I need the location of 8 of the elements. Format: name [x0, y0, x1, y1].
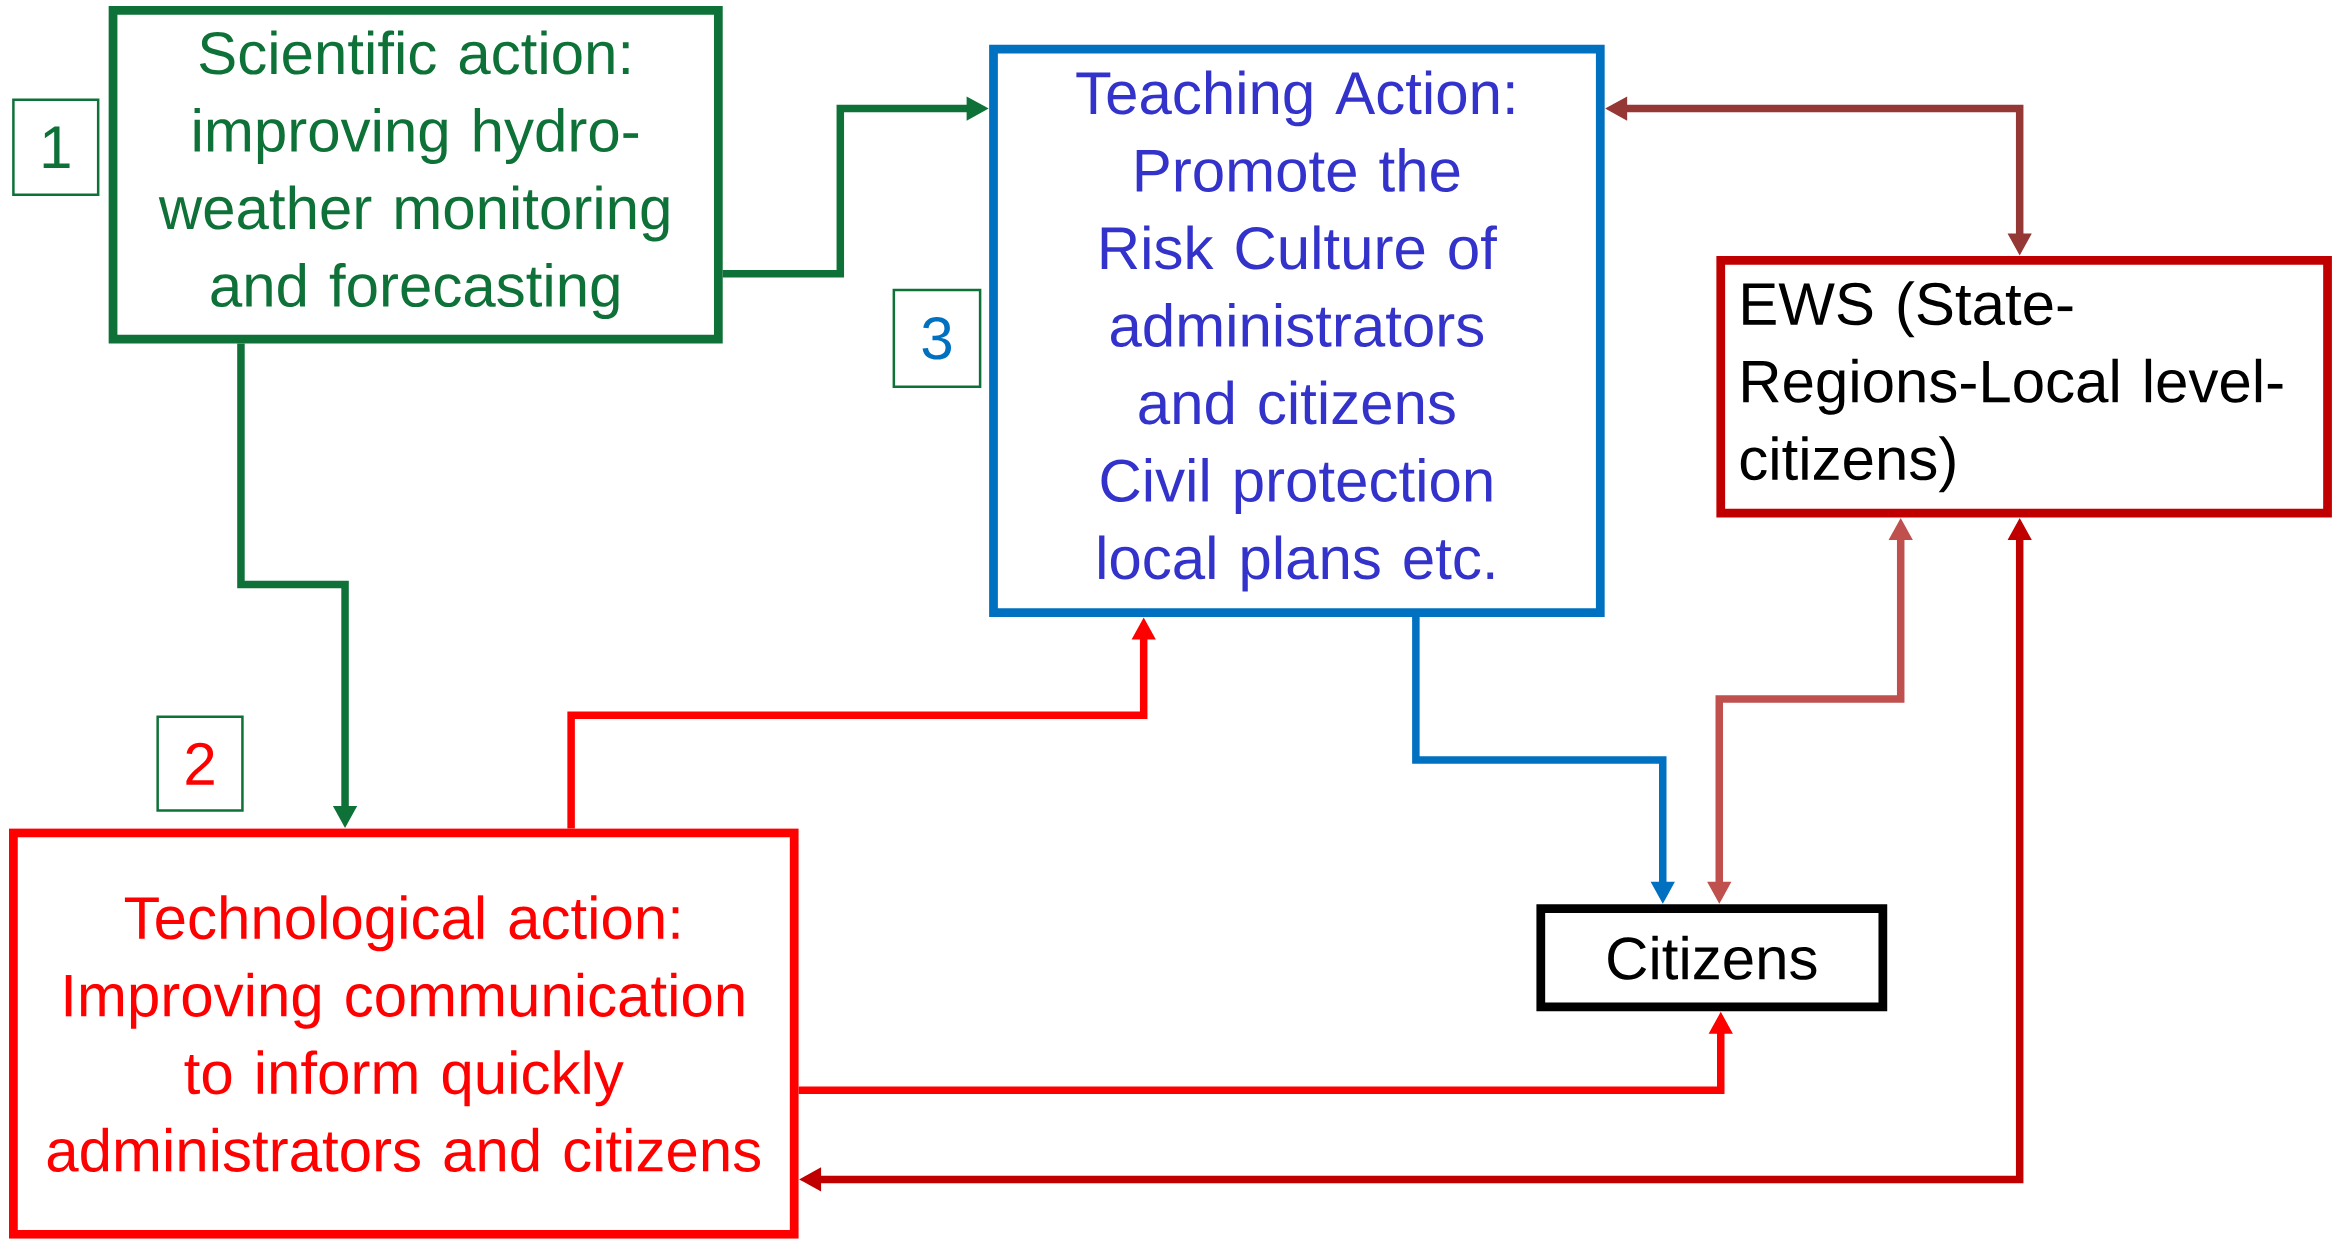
number-box: 3	[892, 288, 982, 388]
process-box: EWS (State-Regions-Local level- citizens)	[1716, 255, 2332, 518]
process-box: Technological action: Improving communication to inform quickly administrators and citizens	[9, 828, 799, 1239]
number-box: 1	[12, 98, 100, 197]
process-box: Citizens	[1536, 904, 1888, 1012]
number-box: 2	[156, 715, 244, 812]
process-box: Teaching Action: Promote the Risk Culture of administrators and citizens Civil protection local plans etc.	[989, 44, 1605, 618]
process-box: Scientific action: improving hydro-weather monitoring and forecasting	[108, 6, 723, 344]
